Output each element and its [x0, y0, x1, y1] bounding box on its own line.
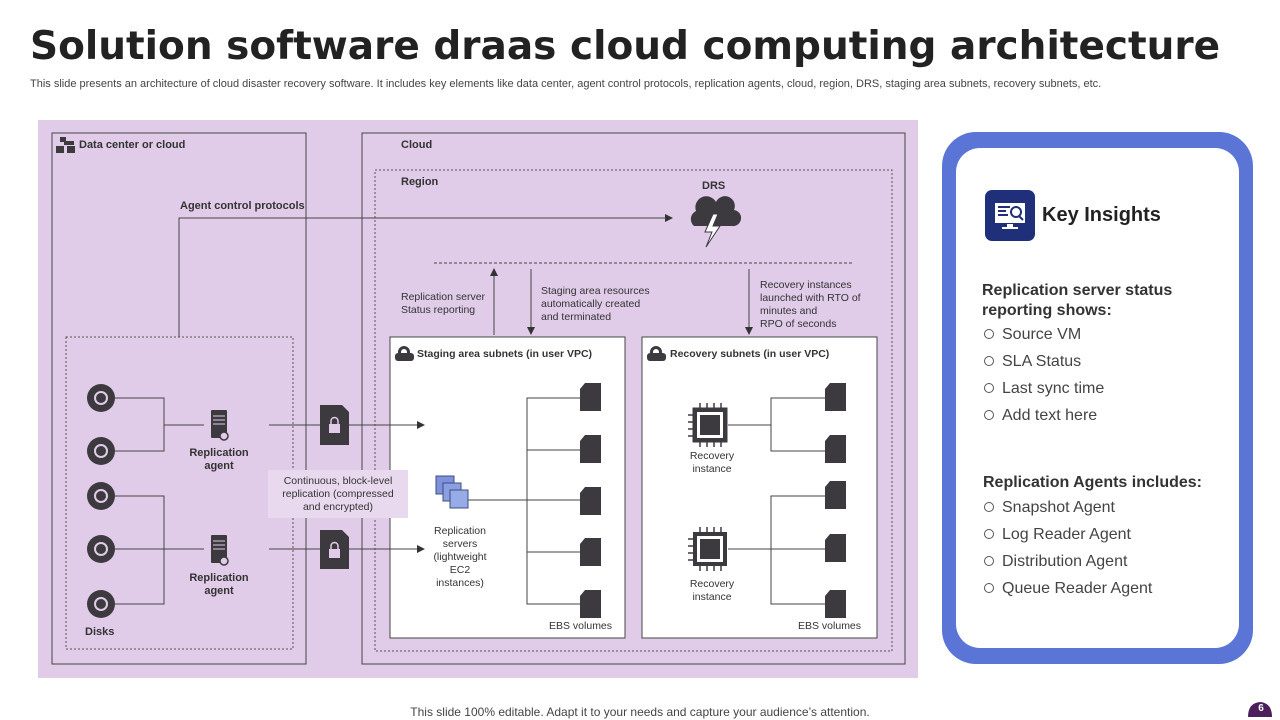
- insights-section1-list: Source VM SLA Status Last sync time Add …: [984, 326, 1104, 434]
- cpu-chip-icon: [688, 403, 728, 571]
- ebs-volume-icon: [825, 383, 846, 618]
- list-item: Log Reader Agent: [984, 526, 1152, 553]
- disks-label: Disks: [85, 626, 115, 638]
- ebs-volume-icon: [580, 383, 601, 618]
- recovery-subnets-label: Recovery subnets (in user VPC): [670, 348, 830, 360]
- page-number-badge: [1248, 702, 1272, 717]
- list-item: Source VM: [984, 326, 1104, 353]
- list-item: Add text here: [984, 407, 1104, 434]
- ebs-volumes-label: EBS volumes: [798, 620, 862, 632]
- list-item: Distribution Agent: [984, 553, 1152, 580]
- cloud-lightning-icon: [690, 196, 742, 248]
- agent-control-arrow: [178, 214, 673, 337]
- replication-servers-icon: [435, 475, 469, 509]
- datacenter-box: [51, 132, 307, 665]
- insights-section2-list: Snapshot Agent Log Reader Agent Distribu…: [984, 499, 1152, 607]
- page-title: Solution software draas cloud computing …: [30, 24, 1221, 69]
- datacenter-icon: [56, 137, 75, 153]
- list-item: Queue Reader Agent: [984, 580, 1152, 607]
- insights-title: Key Insights: [1042, 204, 1161, 226]
- list-item: Snapshot Agent: [984, 499, 1152, 526]
- padlock-icon: [395, 346, 666, 361]
- insights-section1-heading: Replication server status reporting show…: [982, 282, 1173, 319]
- ebs-volumes-label: EBS volumes: [549, 620, 613, 632]
- monitor-search-icon: [985, 190, 1035, 241]
- datacenter-label: Data center or cloud: [79, 139, 186, 151]
- page-subtitle: This slide presents an architecture of c…: [30, 78, 1102, 90]
- agent-control-label: Agent control protocols: [180, 200, 305, 212]
- region-box: [374, 169, 893, 652]
- page-number: 6: [1258, 703, 1264, 714]
- region-label: Region: [401, 176, 439, 188]
- staging-subnets-label: Staging area subnets (in user VPC): [417, 348, 593, 360]
- insights-section2-heading: Replication Agents includes:: [983, 474, 1202, 491]
- list-item: SLA Status: [984, 353, 1104, 380]
- lock-document-icon: [320, 405, 349, 569]
- continuous-note-box: [268, 470, 408, 518]
- list-item: Last sync time: [984, 380, 1104, 407]
- footer-text: This slide 100% editable. Adapt it to yo…: [410, 705, 870, 719]
- cloud-box: [361, 132, 906, 665]
- cloud-label: Cloud: [401, 139, 433, 151]
- drs-label: DRS: [702, 180, 726, 192]
